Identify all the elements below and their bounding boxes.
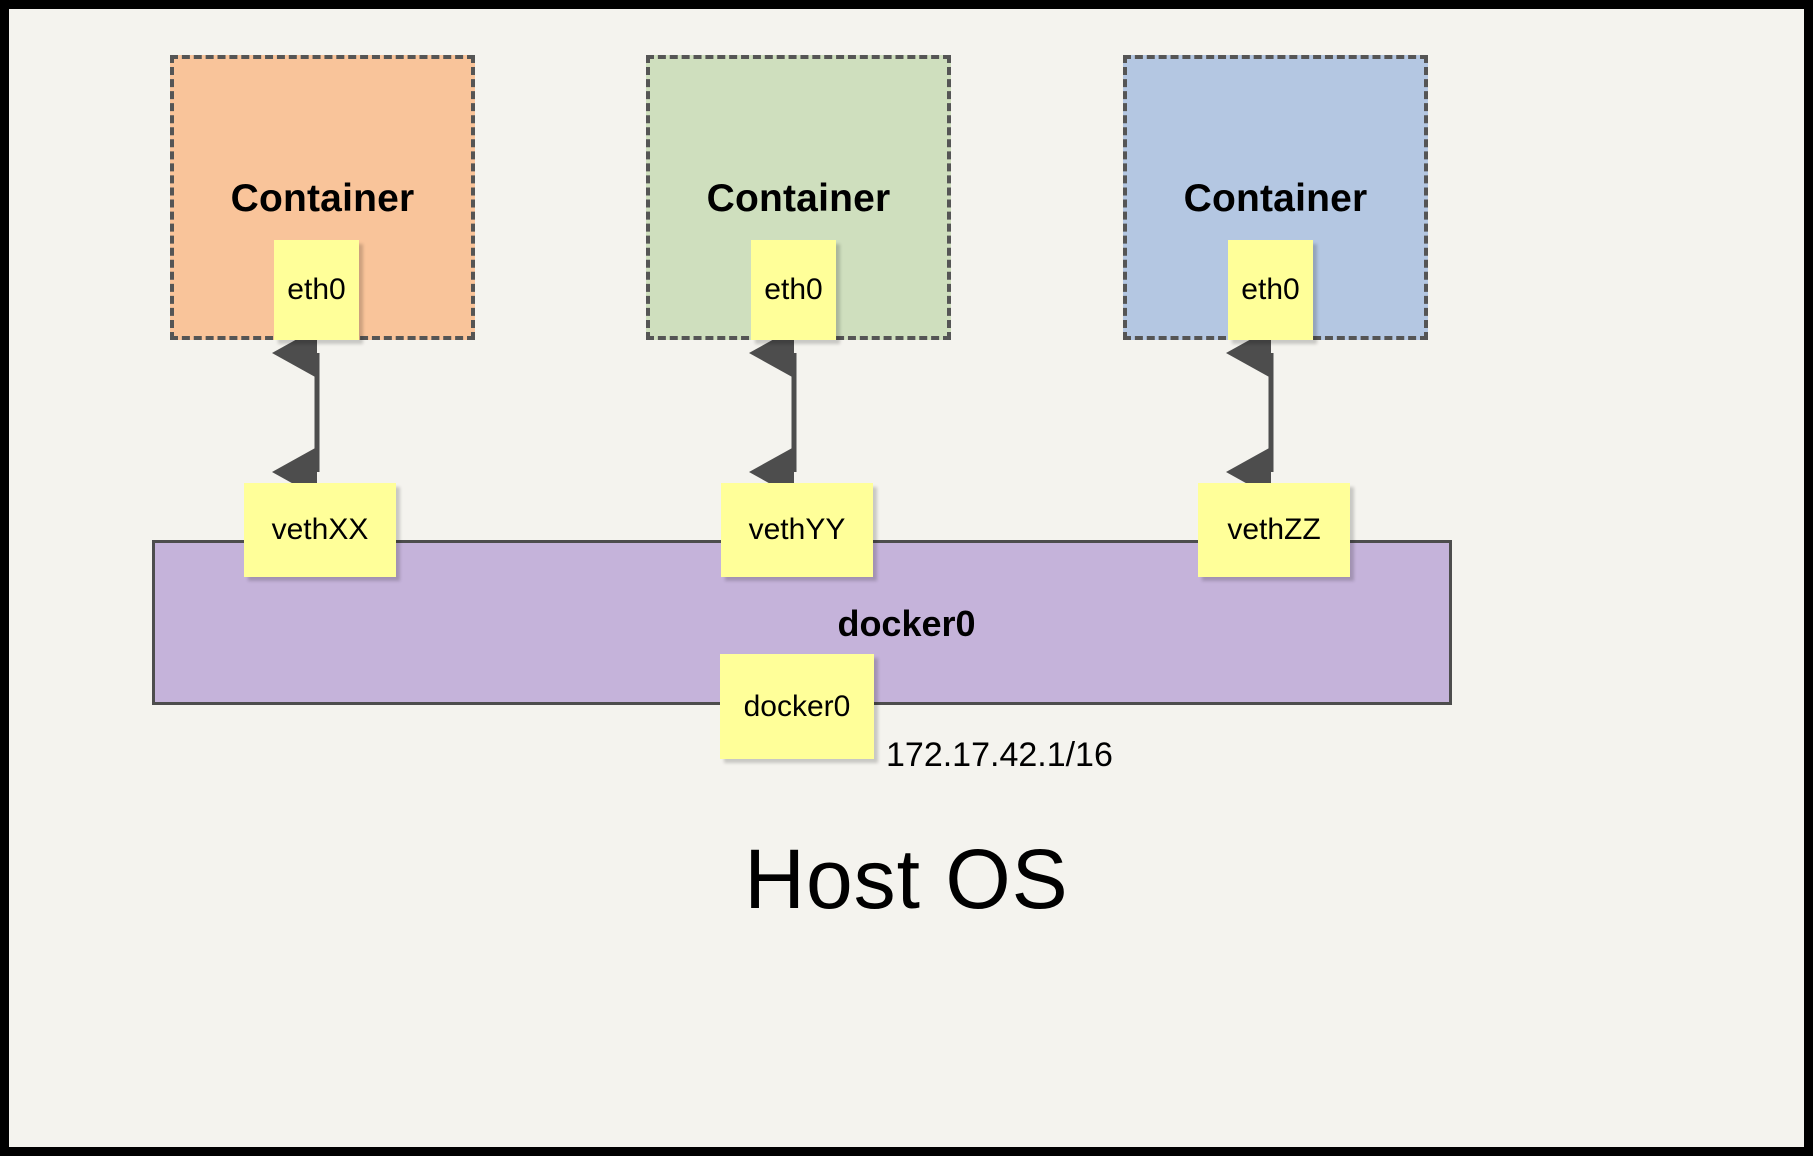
veth-chip-label-1: vethXX [271, 513, 369, 546]
container-title-3: Container [1183, 177, 1368, 220]
veth-link-arrow-1 [272, 328, 320, 497]
veth-chip-1: vethXX [244, 483, 396, 577]
veth-chip-3: vethZZ [1198, 483, 1350, 577]
eth0-chip-3: eth0 [1228, 240, 1313, 340]
docker0-bridge-label: docker0 [837, 603, 976, 644]
eth0-chip-label-1: eth0 [287, 273, 346, 306]
docker0-interface-chip-label: docker0 [743, 689, 851, 723]
veth-chip-2: vethYY [721, 483, 873, 577]
eth0-chip-label-3: eth0 [1241, 273, 1300, 306]
docker0-ip-label: 172.17.42.1/16 [886, 736, 1113, 774]
container-title-2: Container [706, 177, 891, 220]
veth-chip-label-2: vethYY [748, 513, 846, 546]
host-os-label: Host OS [744, 832, 1069, 926]
eth0-chip-2: eth0 [751, 240, 836, 340]
veth-chip-label-3: vethZZ [1227, 513, 1321, 546]
eth0-chip-1: eth0 [274, 240, 359, 340]
docker0-interface-chip: docker0 [720, 654, 874, 759]
veth-link-arrow-2 [749, 328, 797, 497]
container-title-1: Container [230, 177, 415, 220]
eth0-chip-label-2: eth0 [764, 273, 823, 306]
veth-link-arrow-3 [1226, 328, 1274, 497]
